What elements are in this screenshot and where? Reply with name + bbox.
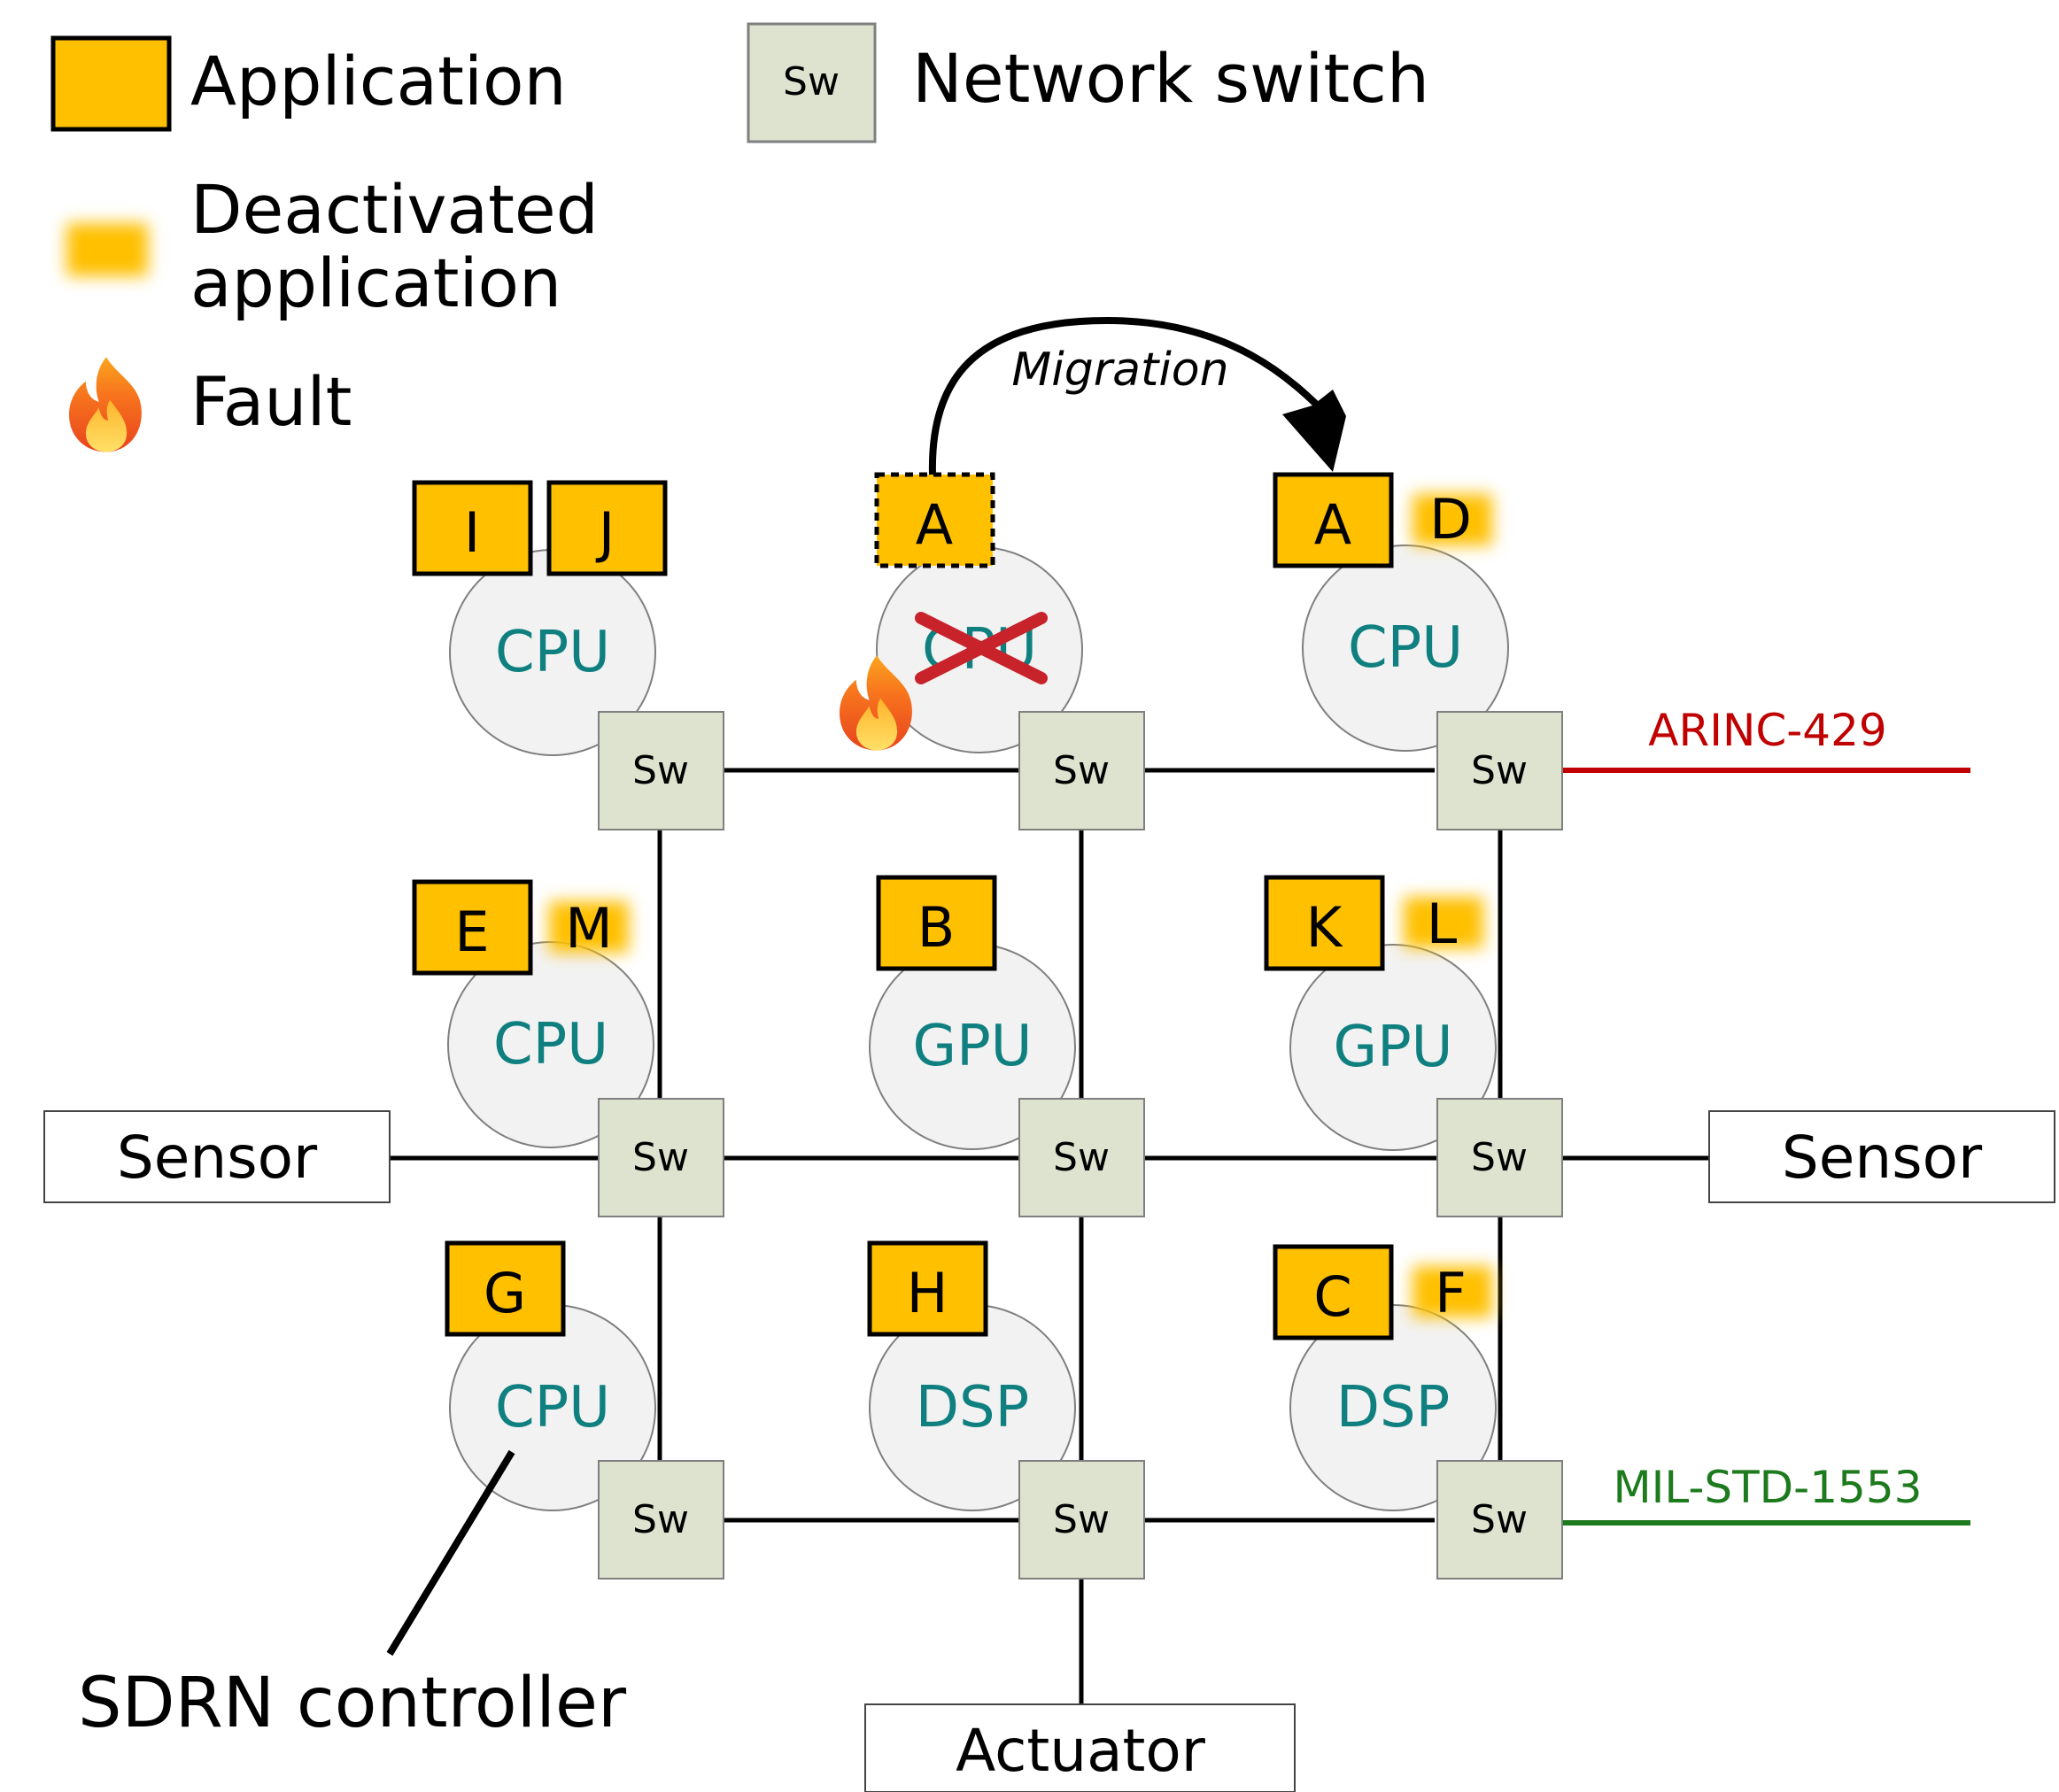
legend-network-switch-label: Network switch	[912, 39, 1429, 118]
switch-label: Sw	[1053, 1135, 1110, 1180]
processor-label: DSP	[1336, 1375, 1451, 1441]
application-block: C	[1273, 1244, 1394, 1340]
switch-label: Sw	[1471, 1135, 1528, 1180]
application-label: K	[1306, 895, 1343, 960]
network-switch: Sw	[1018, 711, 1145, 830]
processor-label: GPU	[912, 1014, 1032, 1079]
sdrn-controller-label: SDRN controller	[78, 1664, 627, 1743]
processor-label: CPU	[495, 620, 610, 685]
application-label: B	[917, 895, 956, 960]
processor-node: DSP	[1289, 1304, 1497, 1511]
processor-label: CPU	[493, 1012, 608, 1078]
application-label: F	[1435, 1261, 1467, 1325]
processor-label: CPU	[1348, 615, 1463, 681]
application-label: A	[1314, 492, 1351, 557]
legend-deactivated-label-line2: application	[190, 243, 561, 322]
application-block-deactivated: L	[1404, 892, 1483, 956]
network-switch: Sw	[598, 1098, 724, 1217]
switch-grid: Sw Sw Sw Sw Sw Sw Sw Sw Sw	[598, 711, 1563, 1580]
processor-node: CPU	[1302, 545, 1509, 752]
application-block-migrated-from: A	[874, 472, 995, 568]
application-label: H	[907, 1261, 948, 1325]
migration-arrow: Migration	[928, 316, 1346, 475]
switch-label: Sw	[1053, 1497, 1110, 1542]
legend-fault-icon	[69, 357, 142, 452]
network-switch: Sw	[1436, 711, 1563, 830]
milstd-bus-label: MIL-STD-1553	[1614, 1462, 1923, 1513]
processor-label: CPU	[495, 1375, 610, 1441]
legend-application-label: Application	[190, 42, 567, 120]
application-block: E	[412, 879, 533, 976]
actuator-label: Actuator	[956, 1717, 1206, 1785]
application-block-deactivated: D	[1413, 487, 1492, 552]
application-block: J	[546, 480, 668, 576]
processor-node: CPU	[449, 1304, 656, 1511]
migration-arrowhead-icon	[1282, 390, 1346, 472]
application-block-deactivated: F	[1413, 1261, 1492, 1325]
application-block-deactivated: M	[549, 896, 629, 961]
application-label: M	[565, 896, 613, 961]
application-block: G	[445, 1240, 566, 1337]
legend-deactivated-swatch	[66, 223, 148, 276]
legend-switch-icon	[747, 22, 877, 143]
processor-node-faulty: CPU	[876, 546, 1083, 753]
switch-label: Sw	[632, 748, 689, 793]
switch-label: Sw	[632, 1497, 689, 1542]
application-block: I	[412, 480, 533, 576]
application-label: A	[916, 492, 953, 557]
network-switch: Sw	[598, 711, 724, 830]
legend: Application Deactivated application Faul…	[50, 22, 1429, 452]
sensor-right-label: Sensor	[1782, 1124, 1983, 1192]
processor-label: GPU	[1333, 1015, 1452, 1080]
application-label: D	[1429, 487, 1472, 552]
applications: I J A A D E M B K L G H C F	[412, 472, 1492, 1340]
network-switch: Sw	[1436, 1098, 1563, 1217]
processor-label: DSP	[916, 1375, 1030, 1441]
application-label: L	[1427, 892, 1458, 956]
application-block: H	[867, 1240, 988, 1337]
network-switch: Sw	[598, 1460, 724, 1580]
application-label: J	[595, 500, 615, 565]
network-switch: Sw	[1018, 1460, 1145, 1580]
application-label: G	[484, 1261, 526, 1325]
switch-label: Sw	[1053, 748, 1110, 793]
sensor-left: Sensor	[43, 1110, 391, 1203]
arinc-bus-label: ARINC-429	[1648, 705, 1886, 756]
migration-label: Migration	[1011, 344, 1228, 397]
legend-application-swatch	[50, 35, 172, 132]
application-label: I	[464, 500, 480, 565]
legend-deactivated-label-line1: Deactivated	[190, 170, 599, 249]
actuator: Actuator	[864, 1703, 1296, 1792]
network-switch: Sw	[1436, 1460, 1563, 1580]
sensor-left-label: Sensor	[117, 1124, 318, 1192]
application-block: B	[876, 875, 997, 971]
network-switch: Sw	[1018, 1098, 1145, 1217]
application-block: A	[1273, 472, 1394, 568]
legend-fault-label: Fault	[190, 362, 352, 441]
application-block: K	[1264, 875, 1385, 971]
application-label: C	[1313, 1264, 1351, 1329]
processor-node: CPU	[449, 549, 656, 756]
application-label: E	[454, 900, 489, 964]
legend-switch-icon-label: Sw	[783, 59, 840, 104]
switch-label: Sw	[632, 1135, 689, 1180]
sensor-right: Sensor	[1708, 1110, 2055, 1203]
controller-pointer	[386, 1449, 515, 1657]
switch-label: Sw	[1471, 748, 1528, 793]
fault-cross-icon	[915, 612, 1048, 684]
switch-label: Sw	[1471, 1497, 1528, 1542]
